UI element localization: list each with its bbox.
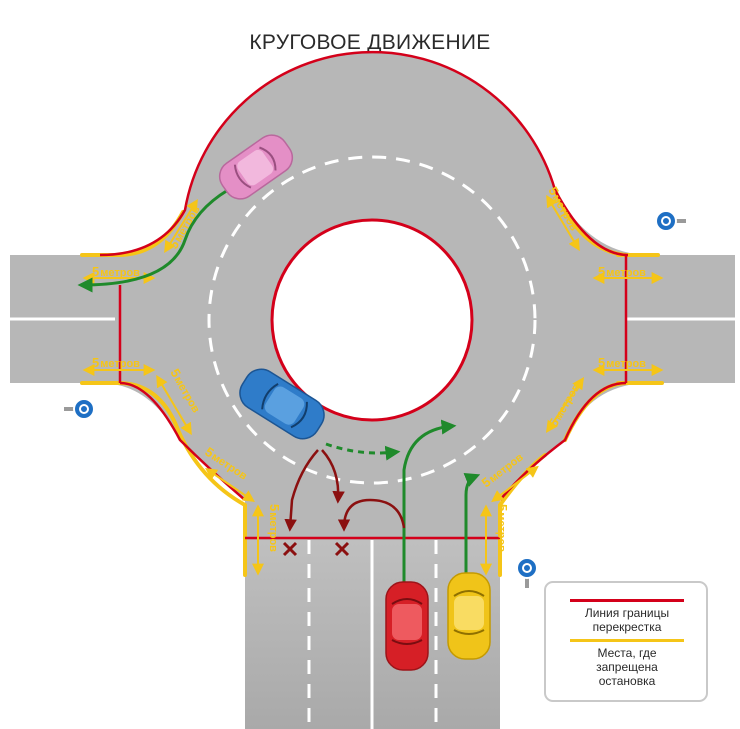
forbidden-marks <box>282 541 350 557</box>
red-car <box>385 581 429 671</box>
distance-label: 5метров <box>92 355 140 370</box>
inner-lane-dashes <box>207 155 537 485</box>
diagram-title: КРУГОВОЕ ДВИЖЕНИЕ <box>249 31 491 54</box>
cross-mark <box>282 541 298 557</box>
legend-no-stopping-swatch <box>570 639 684 642</box>
distance-markers <box>82 194 664 576</box>
distance-label: 5метров <box>495 504 510 552</box>
blue-car-path <box>325 442 401 461</box>
roundabout-sign-icon <box>516 557 538 588</box>
pink-car <box>218 134 294 200</box>
roundabout-sign-icon <box>655 210 686 232</box>
central-island <box>270 218 474 422</box>
cross-mark <box>334 541 350 557</box>
distance-label: 5метров <box>598 264 646 279</box>
distance-label: 5метров <box>598 355 646 370</box>
distance-label: 5метров <box>267 504 282 552</box>
red-car-path <box>402 419 457 585</box>
yellow-car-path <box>463 472 481 578</box>
forbidden-paths <box>284 449 406 532</box>
legend-boundary-label: Линия границы перекрестка <box>584 606 670 634</box>
pink-car-exit-path <box>77 188 229 293</box>
blue-car <box>239 368 325 440</box>
roundabout-sign-icon <box>64 398 95 420</box>
permitted-paths <box>77 188 481 585</box>
distance-label: 5метров <box>92 264 140 279</box>
yellow-car <box>447 572 491 660</box>
legend: Линия границы перекрестка Места, где зап… <box>544 581 708 702</box>
legend-no-stopping-label: Места, где запрещена остановка <box>596 646 658 688</box>
legend-boundary-swatch <box>570 599 684 602</box>
